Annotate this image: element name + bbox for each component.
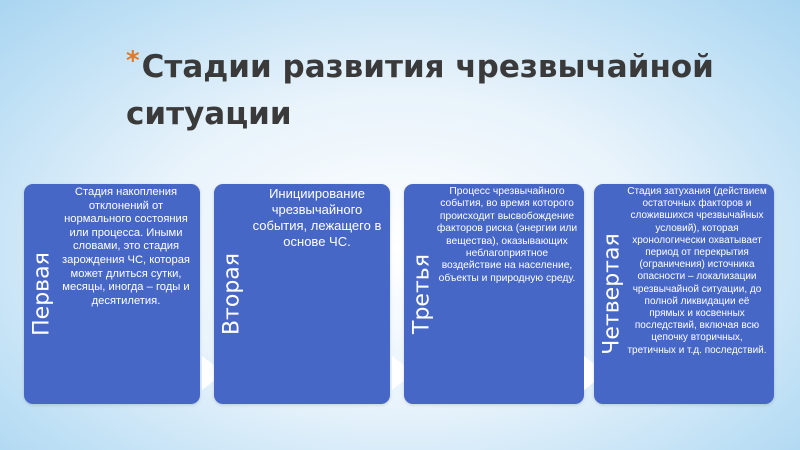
slide-title: *Стадии развития чрезвычайной ситуации xyxy=(126,38,766,138)
stage-label-container: Третья xyxy=(404,184,440,404)
title-bullet: * xyxy=(126,46,140,76)
stage-label-container: Вторая xyxy=(214,184,250,404)
stage-label-third: Третья xyxy=(409,254,435,334)
stage-text-first: Стадия накопления отклонений от нормальн… xyxy=(62,186,190,307)
stage-text-second: Инициирование чрезвычайного события, леж… xyxy=(252,186,382,249)
stage-card-first: Первая Стадия накопления отклонений от н… xyxy=(24,184,200,404)
stage-card-third: Третья Процесс чрезвычайного события, во… xyxy=(404,184,584,404)
stage-label-container: Четвертая xyxy=(594,184,630,404)
title-text: Стадии развития чрезвычайной ситуации xyxy=(126,49,714,132)
stage-card-second: Вторая Инициирование чрезвычайного событ… xyxy=(214,184,390,404)
stage-label-second: Вторая xyxy=(219,252,245,336)
stage-text-third: Процесс чрезвычайного события, во время … xyxy=(436,186,578,284)
stage-label-fourth: Четвертая xyxy=(599,233,625,355)
stage-label-first: Первая xyxy=(29,252,55,336)
stage-card-fourth: Четвертая Стадия затухания (действием ос… xyxy=(594,184,774,404)
stage-text-fourth: Стадия затухания (действием остаточных ф… xyxy=(627,186,767,356)
stage-label-container: Первая xyxy=(24,184,60,404)
